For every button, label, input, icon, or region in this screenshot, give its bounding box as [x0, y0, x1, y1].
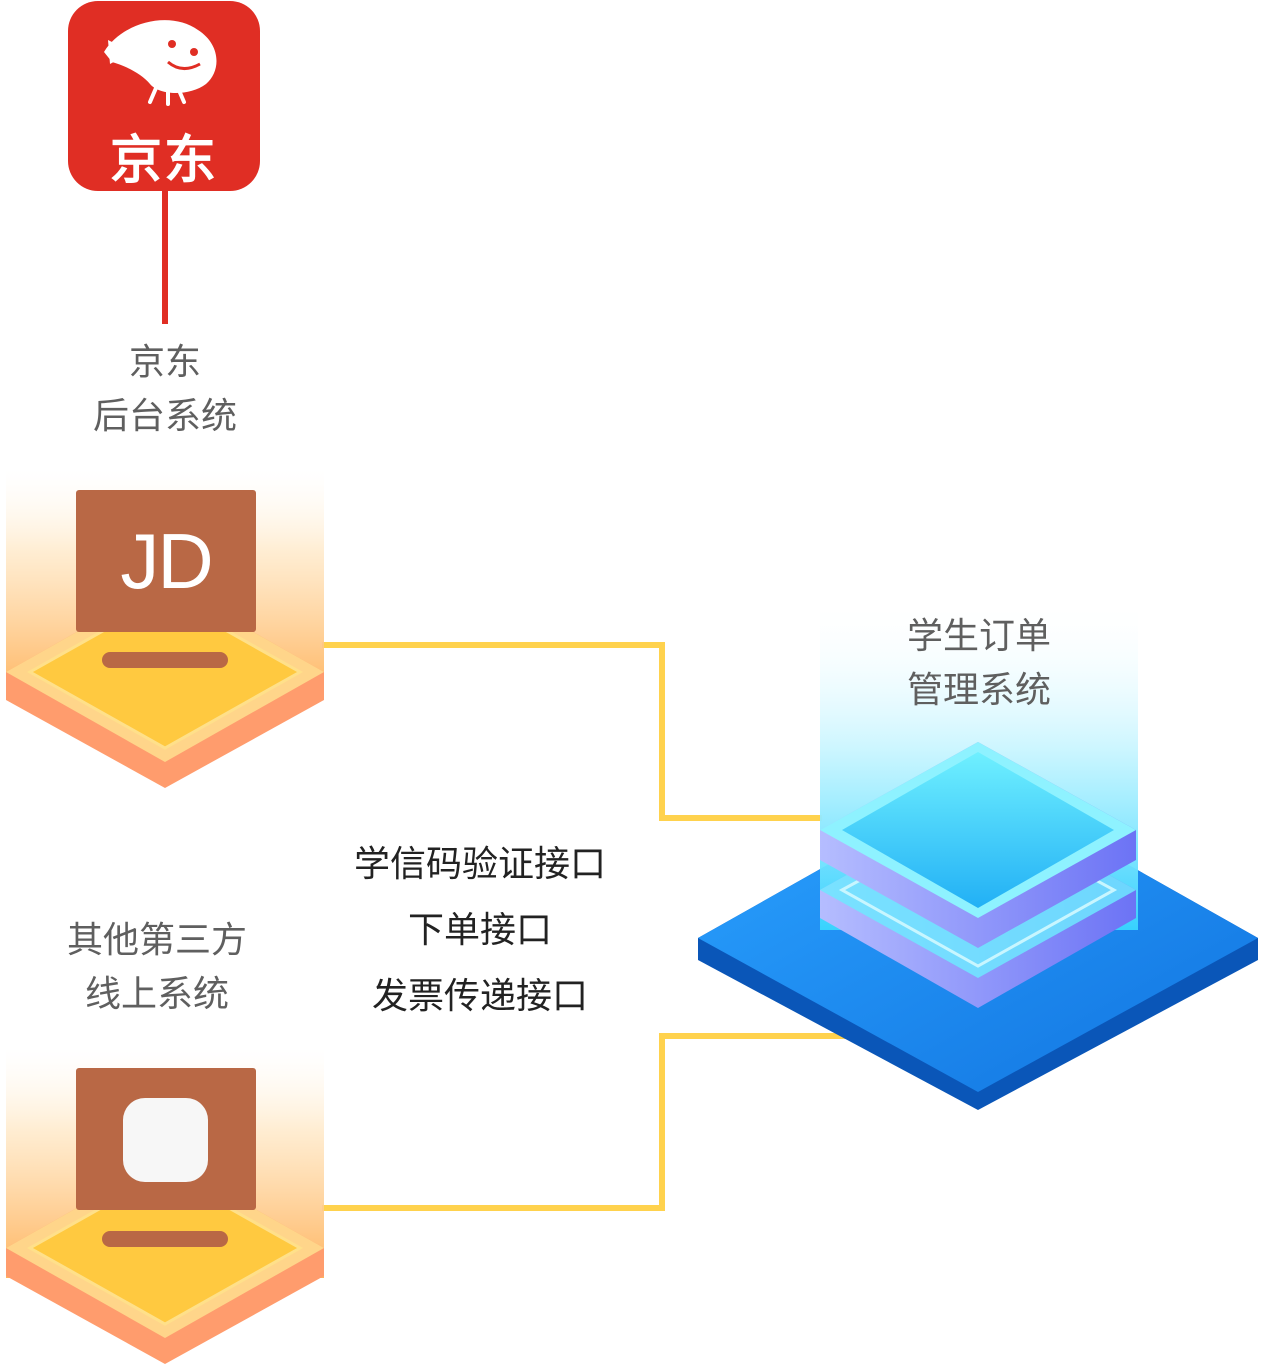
third-party-label-line-2: 线上系统	[84, 974, 229, 1015]
third-party-node	[6, 1048, 324, 1364]
order-system-label-line-2: 管理系统	[906, 670, 1051, 711]
interface-item-order: 下单接口	[407, 910, 552, 951]
interface-item-verify: 学信码验证接口	[353, 844, 606, 885]
order-system-label: 学生订单 管理系统	[850, 610, 1108, 718]
interface-item-invoice: 发票传递接口	[371, 976, 588, 1017]
jd-backend-label-line-2: 后台系统	[92, 396, 237, 437]
jd-backend-node	[6, 470, 324, 788]
order-system-label-line-1: 学生订单	[906, 616, 1051, 657]
order-system-node	[698, 600, 1258, 1110]
interface-list: 学信码验证接口 下单接口 发票传递接口	[330, 832, 630, 1030]
third-party-label: 其他第三方 线上系统	[28, 914, 286, 1022]
third-party-label-line-1: 其他第三方	[66, 920, 247, 961]
clover-icon	[123, 1098, 208, 1182]
jd-backend-label: 京东 后台系统	[36, 336, 294, 444]
jd-backend-label-line-1: 京东	[128, 342, 201, 383]
jd-app-icon	[68, 1, 260, 191]
connector-lines	[322, 642, 850, 1211]
jd-connector-line	[162, 191, 168, 324]
jd-badge-text: JD	[120, 517, 213, 605]
jd-logo-text: 京东	[109, 131, 218, 191]
